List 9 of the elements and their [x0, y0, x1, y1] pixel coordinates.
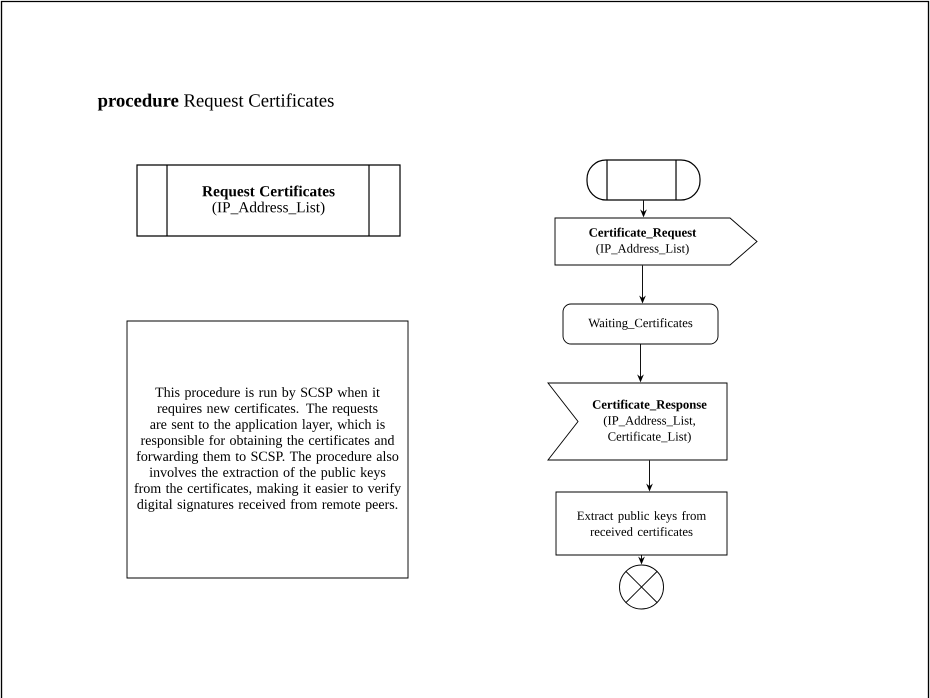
- stop-symbol: [619, 564, 664, 610]
- send-signal-box: Certificate_Request (IP_Address_List): [554, 218, 758, 266]
- state-box: Waiting_Certificates: [562, 304, 718, 344]
- task-box: Extract public keys from received certificates: [556, 492, 728, 556]
- note-box: This procedure is run by SCSP when it requires new certificates. The requests are sent to the application layer, which is responsible for obtaining the certificates and forwarding them to SCSP. The procedure also involves the extraction of the public keys from the certificates, making it easier to verify digital signatures received from remote peers.: [126, 320, 408, 578]
- start-symbol: [586, 159, 701, 201]
- receive-signal-box: Certificate_Response (IP_Address_List, Certificate_List): [547, 382, 728, 460]
- procedure-box: Request Certificates (IP_Address_List): [136, 164, 401, 237]
- title: procedure Request Certificates: [98, 93, 334, 111]
